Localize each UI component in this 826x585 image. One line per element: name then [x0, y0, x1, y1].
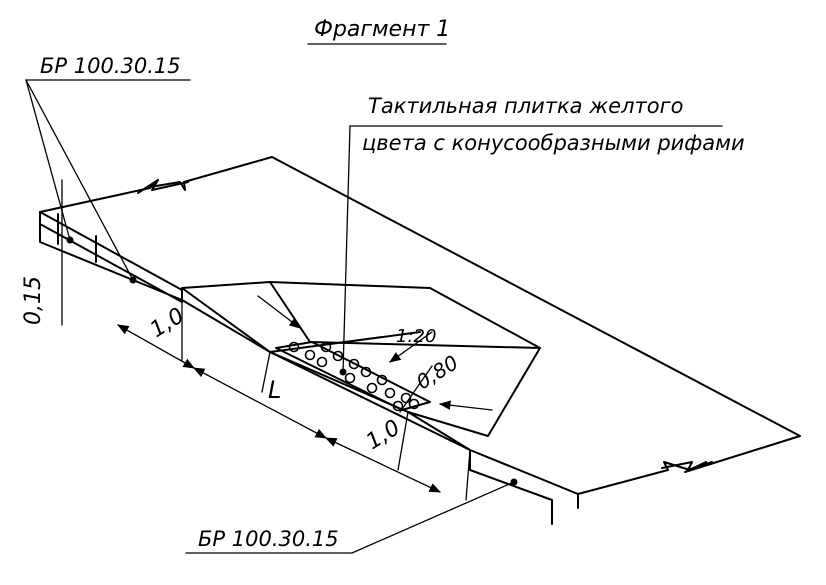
dim-line-length: [192, 367, 328, 439]
dim-line-ramp-right: [324, 437, 442, 493]
tile-label-line2: цвета с конусообразными рифами: [362, 131, 745, 155]
bottom-leader: [351, 481, 515, 554]
tile-width-dim: [399, 365, 433, 413]
top-leader-2: [25, 79, 134, 281]
slope-arrow-right: [438, 400, 493, 411]
bottom-marker-label: БР 100.30.15: [198, 527, 339, 551]
curb-left: [39, 211, 183, 303]
tile-pattern: [288, 341, 420, 412]
tile-label-line1: Тактильная плитка желтого: [368, 94, 683, 118]
slope-arrow: [389, 331, 433, 363]
leader-dot-tile: [339, 368, 347, 376]
ramp-lower-edge: [181, 299, 471, 471]
ramp-outline: [181, 281, 541, 451]
ext-line-2: [261, 351, 271, 393]
top-leader-1: [25, 79, 71, 241]
slope-label: 1:20: [396, 326, 436, 347]
dim-label-length: L: [268, 376, 281, 404]
fragment-title: Фрагмент 1: [314, 17, 450, 42]
dim-label-ramp-right: 1,0: [362, 415, 405, 455]
break-line-top: [137, 179, 189, 194]
height-dim-label: 0,15: [21, 276, 46, 325]
top-marker-label: БР 100.30.15: [40, 54, 181, 78]
ext-line-3: [397, 411, 409, 471]
tactile-tile-strip: [275, 341, 431, 411]
slope-arrow-left: [257, 295, 301, 329]
break-line-bottom: [661, 461, 713, 471]
tile-width-label: 0,80: [412, 350, 462, 394]
ext-line-4: [465, 449, 471, 501]
leader-dot-bottom: [510, 478, 518, 486]
curb-right: [469, 449, 579, 525]
dim-line-ramp-left: [116, 324, 196, 369]
tile-leader: [342, 125, 351, 373]
